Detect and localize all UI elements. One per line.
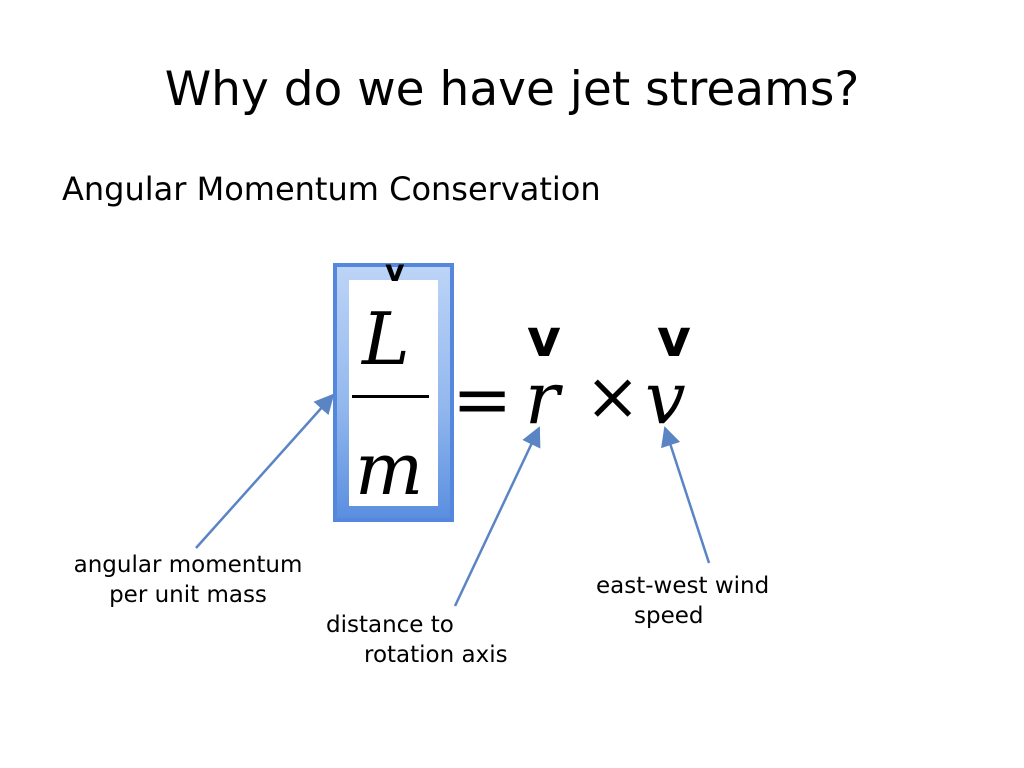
arrow-to-r bbox=[453, 426, 541, 607]
highlight-box-inner bbox=[349, 280, 438, 506]
callout-wind: east-west wind speed bbox=[596, 571, 769, 631]
callout-distance-line1: distance to bbox=[326, 612, 454, 638]
equation-v: v bbox=[645, 356, 686, 440]
vector-mark-v: v bbox=[657, 309, 691, 369]
arrow-to-v bbox=[661, 426, 711, 564]
slide-subtitle: Angular Momentum Conservation bbox=[62, 170, 601, 208]
callout-wind-line1: east-west wind bbox=[596, 573, 770, 599]
equals-sign: = bbox=[452, 357, 513, 441]
callout-angular-momentum: angular momentum per unit mass bbox=[62, 550, 314, 610]
arrow-to-fraction bbox=[195, 393, 335, 549]
slide-title: Why do we have jet streams? bbox=[164, 62, 860, 117]
highlight-box bbox=[333, 263, 454, 522]
vector-mark-r: v bbox=[527, 309, 561, 369]
callout-distance-line2: rotation axis bbox=[364, 642, 508, 668]
times-sign: × bbox=[585, 358, 641, 435]
vector-mark-l: v bbox=[385, 254, 405, 289]
equation-r: r bbox=[525, 356, 560, 440]
equation-denominator: m bbox=[355, 427, 424, 511]
equation-numerator: L bbox=[362, 297, 410, 381]
fraction-bar bbox=[352, 395, 429, 398]
callout-angular-momentum-line2: per unit mass bbox=[109, 582, 267, 608]
callout-wind-line2: speed bbox=[634, 603, 704, 629]
callout-distance: distance to rotation axis bbox=[326, 610, 508, 670]
callout-angular-momentum-line1: angular momentum bbox=[73, 552, 303, 578]
